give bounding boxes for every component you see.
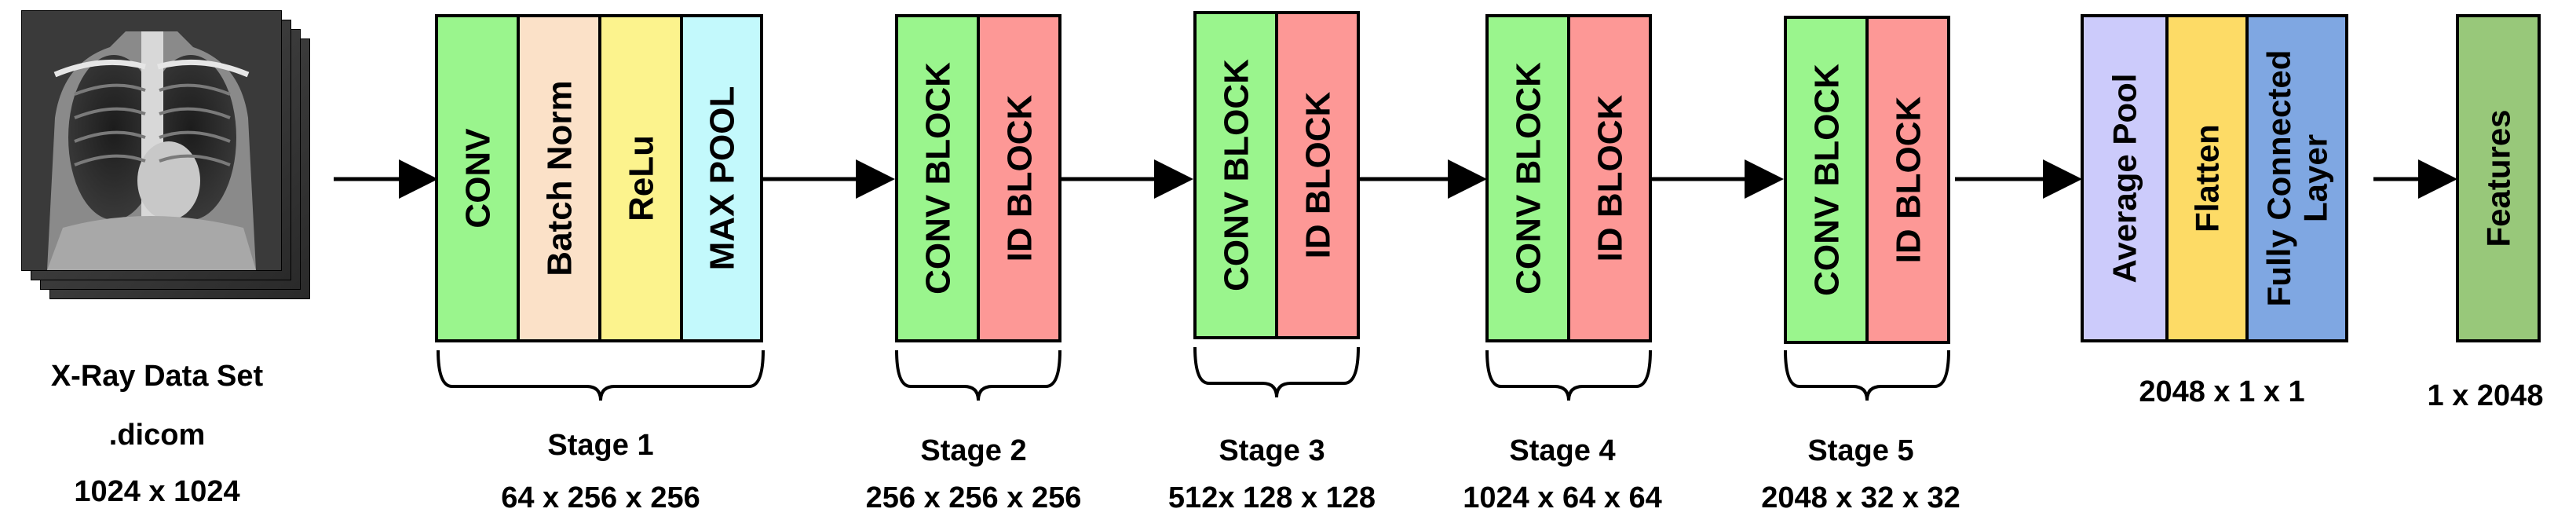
stage3-blocks-block-1 (1275, 11, 1360, 339)
stage1-dims: 64 x 256 x 256 (501, 481, 700, 514)
stage2-blocks-block-label-0: CONV BLOCK (919, 62, 957, 295)
head-blocks: Average Pool Flatten Fully ConnectedLayer (2081, 14, 2348, 342)
stage4-name: Stage 4 (1509, 434, 1616, 467)
head-blocks-block-label-2: Fully ConnectedLayer (2260, 50, 2333, 307)
stage3-name: Stage 3 (1219, 434, 1325, 467)
stage2-dims: 256 x 256 x 256 (865, 481, 1082, 514)
stage5-dims: 2048 x 32 x 32 (1761, 481, 1960, 514)
stage3-blocks-block-label-0: CONV BLOCK (1217, 59, 1255, 291)
stage5-blocks-block-label-0: CONV BLOCK (1807, 64, 1846, 296)
stage3-blocks: CONV BLOCK ID BLOCK (1193, 11, 1360, 339)
head-blocks-block-1 (2165, 14, 2249, 342)
stage5-blocks-block-label-1: ID BLOCK (1889, 96, 1927, 263)
stage4-dims: 1024 x 64 x 64 (1463, 481, 1662, 514)
features-block: Features (2456, 14, 2541, 342)
head-blocks-block-0 (2081, 14, 2169, 342)
features-dims: 1 x 2048 (2427, 379, 2544, 412)
stage4-blocks-block-label-0: CONV BLOCK (1509, 62, 1547, 295)
chest-xray-image (22, 11, 281, 270)
features-block-block-label-0: Features (2480, 109, 2517, 247)
stage5-blocks-block-1 (1865, 16, 1950, 344)
stage5-blocks: CONV BLOCK ID BLOCK (1784, 16, 1950, 344)
stage-braces (437, 346, 1950, 401)
stage1-name: Stage 1 (547, 429, 654, 462)
stage3-blocks-block-0 (1193, 11, 1278, 339)
stage2-blocks-block-0 (895, 14, 980, 342)
stage2-blocks: CONV BLOCK ID BLOCK (895, 14, 1061, 342)
stage4-blocks-block-0 (1485, 14, 1570, 342)
stage2-brace (895, 350, 1061, 401)
stage2-name: Stage 2 (920, 434, 1027, 467)
stage1-blocks-block-0 (435, 14, 520, 342)
head-blocks-block-2 (2245, 14, 2348, 342)
stage4-blocks: CONV BLOCK ID BLOCK (1485, 14, 1652, 342)
stage4-blocks-block-1 (1567, 14, 1652, 342)
head-dims: 2048 x 1 x 1 (2139, 375, 2305, 408)
stage2-blocks-block-1 (977, 14, 1061, 342)
stage1-brace (437, 350, 765, 401)
stage1-blocks-block-3 (680, 14, 763, 342)
stage1-blocks-block-label-3: MAX POOL (703, 86, 741, 271)
stage1-blocks-block-2 (598, 14, 683, 342)
input-format: .dicom (108, 419, 206, 452)
stage3-blocks-block-label-1: ID BLOCK (1299, 91, 1337, 258)
stage3-dims: 512x 128 x 128 (1167, 481, 1376, 514)
input-title: X-Ray Data Set (50, 360, 264, 393)
head-blocks-block-label-1: Flatten (2189, 124, 2226, 232)
xray-image-stack (21, 10, 310, 299)
stage1-blocks-block-label-1: Batch Norm (540, 80, 579, 276)
features-block-block-0 (2456, 14, 2541, 342)
input-size: 1024 x 1024 (74, 475, 240, 508)
stage2-blocks-block-label-1: ID BLOCK (1000, 94, 1039, 262)
blocks-layer: CONV Batch Norm ReLu MAX POOL CONV BLOCK ID B… (435, 11, 2541, 344)
stage5-name: Stage 5 (1807, 434, 1914, 467)
stage1-blocks-block-label-2: ReLu (622, 135, 660, 221)
head-blocks-block-label-0: Average Pool (2106, 74, 2143, 284)
stage3-brace (1193, 346, 1360, 398)
stage5-brace (1784, 350, 1950, 401)
stage4-blocks-block-label-1: ID BLOCK (1591, 94, 1629, 262)
stage1-blocks-block-label-0: CONV (459, 128, 497, 229)
stage1-blocks: CONV Batch Norm ReLu MAX POOL (435, 14, 763, 342)
stage4-brace (1485, 350, 1652, 401)
